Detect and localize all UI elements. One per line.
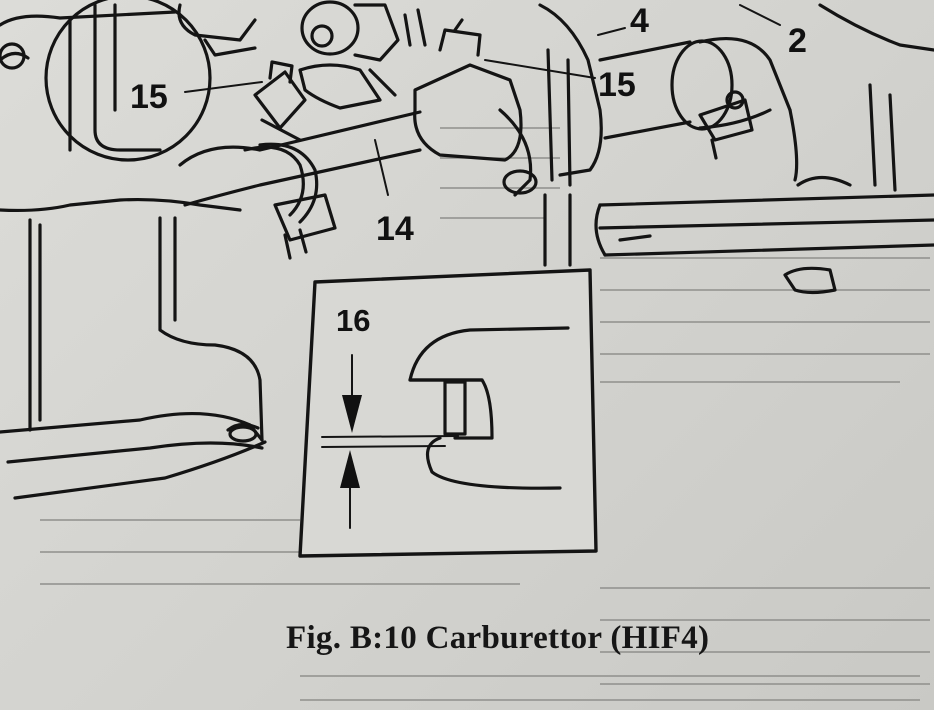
intake-tube [178,60,422,260]
right-carburettor-body [413,3,934,295]
up-arrow-icon [340,450,360,488]
callout-2: 2 [788,22,807,60]
callout-4: 4 [630,2,649,40]
center-linkage [177,0,427,110]
callout-16: 16 [336,303,370,338]
inset-detail-box: 16 [298,268,598,558]
down-arrow-icon [342,395,362,433]
callout-14: 14 [376,210,414,248]
callout-15-right: 15 [598,66,636,104]
left-carburettor-body [0,0,267,500]
leader-lines [184,4,781,196]
bleed-through-text [40,127,930,701]
figure-caption: Fig. B:10 Carburettor (HIF4) [286,620,710,656]
callout-15-left: 15 [130,78,168,116]
